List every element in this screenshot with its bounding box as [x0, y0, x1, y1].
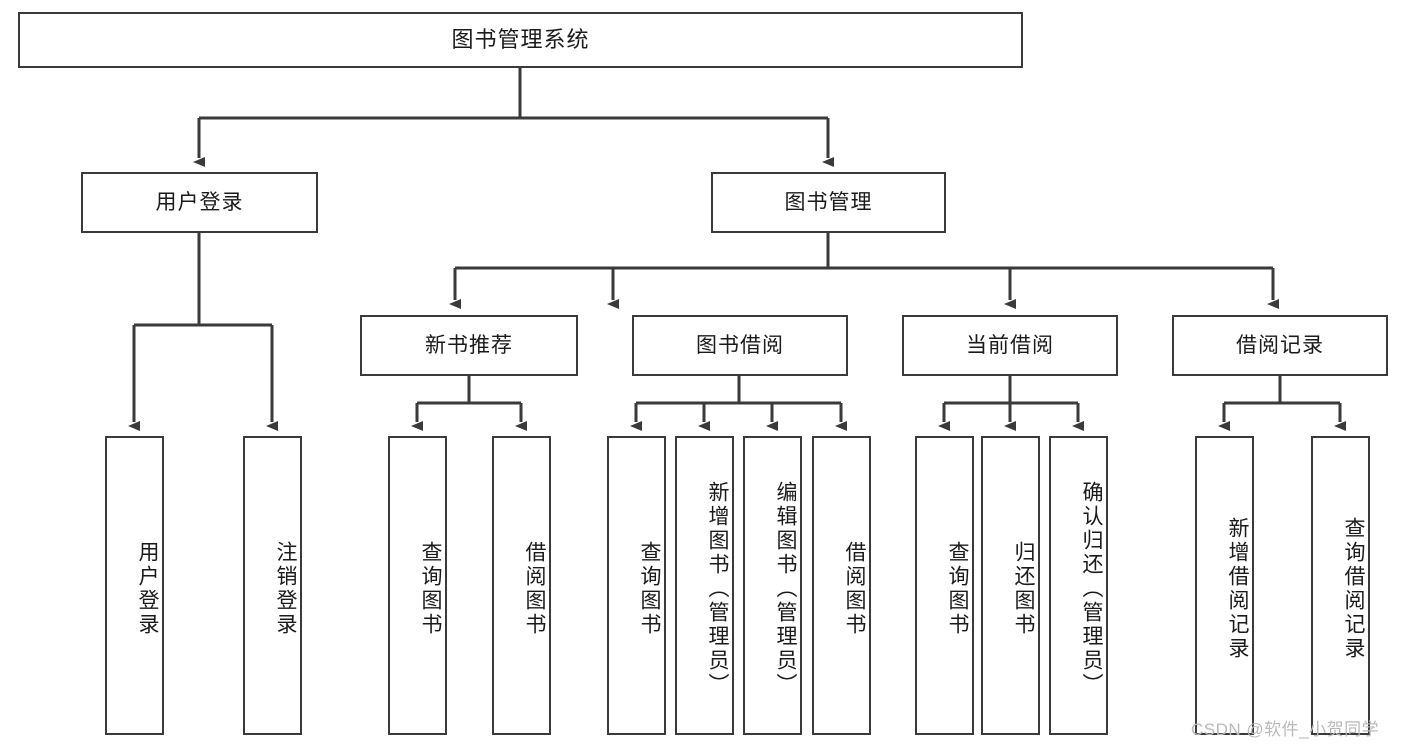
- leaf-add-borrow-record-label: 新增借阅记录: [1226, 516, 1249, 661]
- leaf-query-book-3-label: 查询图书: [946, 540, 969, 637]
- leaf-confirm-return[interactable]: 确认归还（管理员）: [1049, 436, 1108, 735]
- watermark: CSDN @软件_小贺同学: [1191, 720, 1380, 739]
- leaf-edit-book[interactable]: 编辑图书（管理员）: [743, 436, 802, 735]
- leaf-query-borrow-record-label: 查询借阅记录: [1342, 516, 1365, 661]
- leaf-confirm-return-label: 确认归还（管理员）: [1080, 480, 1103, 697]
- leaf-query-book-2-label: 查询图书: [638, 540, 661, 637]
- node-book-borrow-label: 图书借阅: [696, 333, 784, 357]
- leaf-borrow-book-2[interactable]: 借阅图书: [812, 436, 871, 735]
- leaf-query-book-1-label: 查询图书: [419, 540, 442, 637]
- leaf-return-book[interactable]: 归还图书: [981, 436, 1040, 735]
- leaf-add-book[interactable]: 新增图书（管理员）: [675, 436, 734, 735]
- leaf-add-book-label: 新增图书（管理员）: [706, 480, 729, 697]
- node-borrow-record-label: 借阅记录: [1236, 333, 1324, 357]
- leaf-query-book-3[interactable]: 查询图书: [915, 436, 974, 735]
- node-current-borrow[interactable]: 当前借阅: [902, 315, 1118, 376]
- node-book-borrow[interactable]: 图书借阅: [632, 315, 848, 376]
- node-book-management[interactable]: 图书管理: [711, 172, 946, 233]
- leaf-user-login-label: 用户登录: [136, 540, 159, 637]
- node-current-borrow-label: 当前借阅: [966, 333, 1054, 357]
- leaf-query-book-2[interactable]: 查询图书: [607, 436, 666, 735]
- node-new-book-recommend[interactable]: 新书推荐: [360, 315, 578, 376]
- leaf-return-book-label: 归还图书: [1012, 540, 1035, 637]
- leaf-query-book-1[interactable]: 查询图书: [388, 436, 447, 735]
- leaf-query-borrow-record[interactable]: 查询借阅记录: [1311, 436, 1370, 735]
- leaf-borrow-book-1-label: 借阅图书: [523, 540, 546, 637]
- node-user-login-label: 用户登录: [155, 190, 244, 214]
- node-borrow-record[interactable]: 借阅记录: [1172, 315, 1388, 376]
- node-book-management-label: 图书管理: [784, 190, 873, 214]
- node-user-login[interactable]: 用户登录: [81, 172, 318, 233]
- leaf-logout[interactable]: 注销登录: [243, 436, 302, 735]
- node-new-book-recommend-label: 新书推荐: [425, 333, 513, 357]
- leaf-borrow-book-2-label: 借阅图书: [843, 540, 866, 637]
- leaf-user-login[interactable]: 用户登录: [105, 436, 164, 735]
- leaf-borrow-book-1[interactable]: 借阅图书: [492, 436, 551, 735]
- leaf-logout-label: 注销登录: [274, 540, 297, 637]
- node-root[interactable]: 图书管理系统: [18, 12, 1023, 68]
- leaf-add-borrow-record[interactable]: 新增借阅记录: [1195, 436, 1254, 735]
- node-root-label: 图书管理系统: [451, 26, 590, 52]
- leaf-edit-book-label: 编辑图书（管理员）: [774, 480, 797, 697]
